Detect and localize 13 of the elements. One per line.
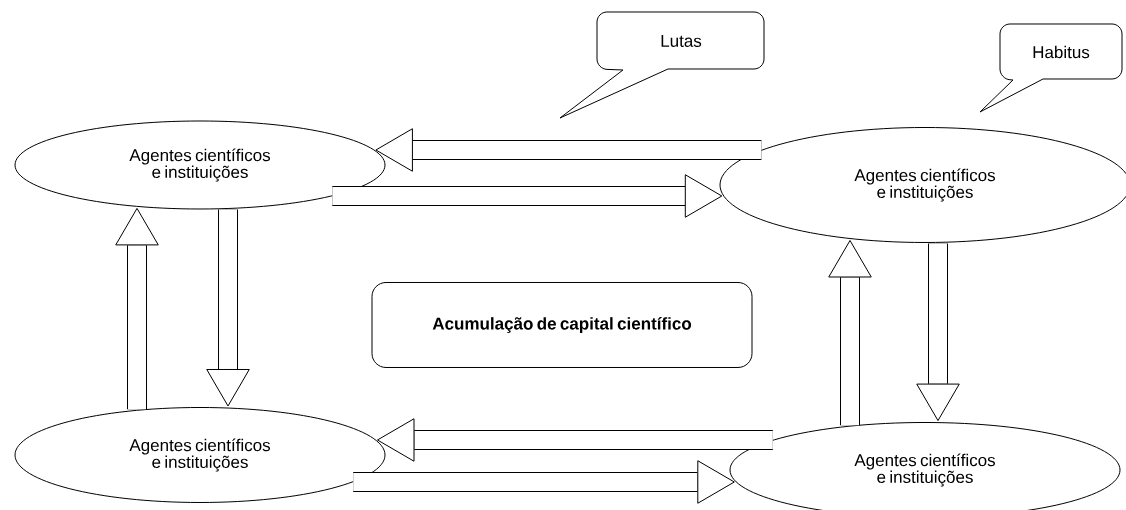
block-arrow	[115, 207, 159, 410]
block-arrow	[332, 174, 723, 218]
block-arrow	[375, 128, 762, 172]
block-arrow	[353, 460, 735, 504]
speech-bubble: Lutas	[559, 11, 765, 119]
speech-bubble: Habitus	[979, 23, 1123, 113]
block-arrow	[916, 243, 960, 422]
block-arrow	[377, 418, 773, 462]
block-arrow	[206, 209, 250, 407]
ellipse-node: Agentes científicos e instituições	[14, 407, 386, 503]
ellipse-node: Agentes científicos e instituições	[14, 120, 386, 210]
block-arrow	[828, 240, 872, 426]
rounded-box: Acumulação de capital científico	[371, 282, 753, 368]
